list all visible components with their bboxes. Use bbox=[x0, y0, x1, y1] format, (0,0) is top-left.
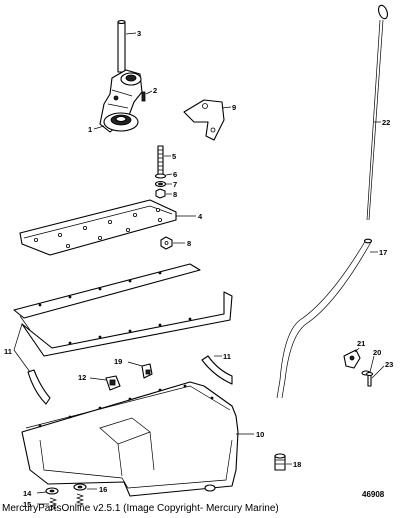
part-7-lock-washer bbox=[154, 180, 167, 188]
part-11-gasket-set bbox=[13, 263, 233, 405]
callout-17: 17 bbox=[379, 248, 387, 257]
callout-6: 6 bbox=[173, 170, 177, 179]
part-19-fitting bbox=[141, 363, 153, 379]
part-9-bracket bbox=[183, 99, 225, 141]
callout-19: 19 bbox=[114, 357, 122, 366]
callout-15: 15 bbox=[23, 500, 31, 509]
callout-12: 12 bbox=[78, 373, 86, 382]
part-18-tube-fitting bbox=[274, 453, 286, 471]
callout-11-left: 11 bbox=[4, 347, 12, 356]
callout-16: 16 bbox=[99, 485, 107, 494]
part-8-nut-lower bbox=[160, 236, 173, 250]
callout-14: 14 bbox=[23, 489, 32, 498]
callout-8-lower: 8 bbox=[187, 239, 191, 248]
part-21-clip bbox=[343, 349, 361, 369]
part-16-drain-plug bbox=[73, 483, 87, 507]
callout-23: 23 bbox=[385, 360, 393, 369]
callout-2: 2 bbox=[153, 86, 157, 95]
part-2-pin bbox=[141, 91, 146, 102]
callout-4: 4 bbox=[198, 212, 203, 221]
callout-5: 5 bbox=[172, 152, 176, 161]
callout-11-right: 11 bbox=[223, 352, 231, 361]
part-23-screw bbox=[365, 371, 374, 387]
part-8-nut-upper bbox=[155, 188, 166, 199]
callout-3: 3 bbox=[137, 29, 141, 38]
callout-1: 1 bbox=[88, 125, 92, 134]
diagram-number: 46908 bbox=[362, 490, 385, 499]
callout-9: 9 bbox=[232, 103, 236, 112]
part-6-washer bbox=[154, 173, 167, 179]
copyright-footer: MercuryPartsOnline v2.5.1 (Image Copyrig… bbox=[2, 503, 279, 514]
part-4-windage-tray bbox=[19, 199, 177, 256]
callout-7: 7 bbox=[173, 180, 177, 189]
part-3-shaft bbox=[117, 19, 126, 73]
callout-21: 21 bbox=[357, 339, 365, 348]
part-17-dipstick-tube bbox=[276, 238, 373, 399]
callout-10: 10 bbox=[256, 430, 264, 439]
part-15-spring bbox=[48, 497, 58, 511]
callout-8-upper: 8 bbox=[173, 190, 177, 199]
part-5-stud bbox=[157, 145, 164, 177]
callout-22: 22 bbox=[382, 118, 390, 127]
callout-20: 20 bbox=[373, 348, 381, 357]
callout-18: 18 bbox=[293, 460, 301, 469]
part-10-oil-pan bbox=[21, 381, 239, 497]
part-12-plug bbox=[105, 375, 121, 391]
part-14-washer bbox=[45, 487, 59, 495]
part-22-dipstick bbox=[366, 4, 389, 221]
part-1-oil-pump bbox=[99, 69, 143, 133]
